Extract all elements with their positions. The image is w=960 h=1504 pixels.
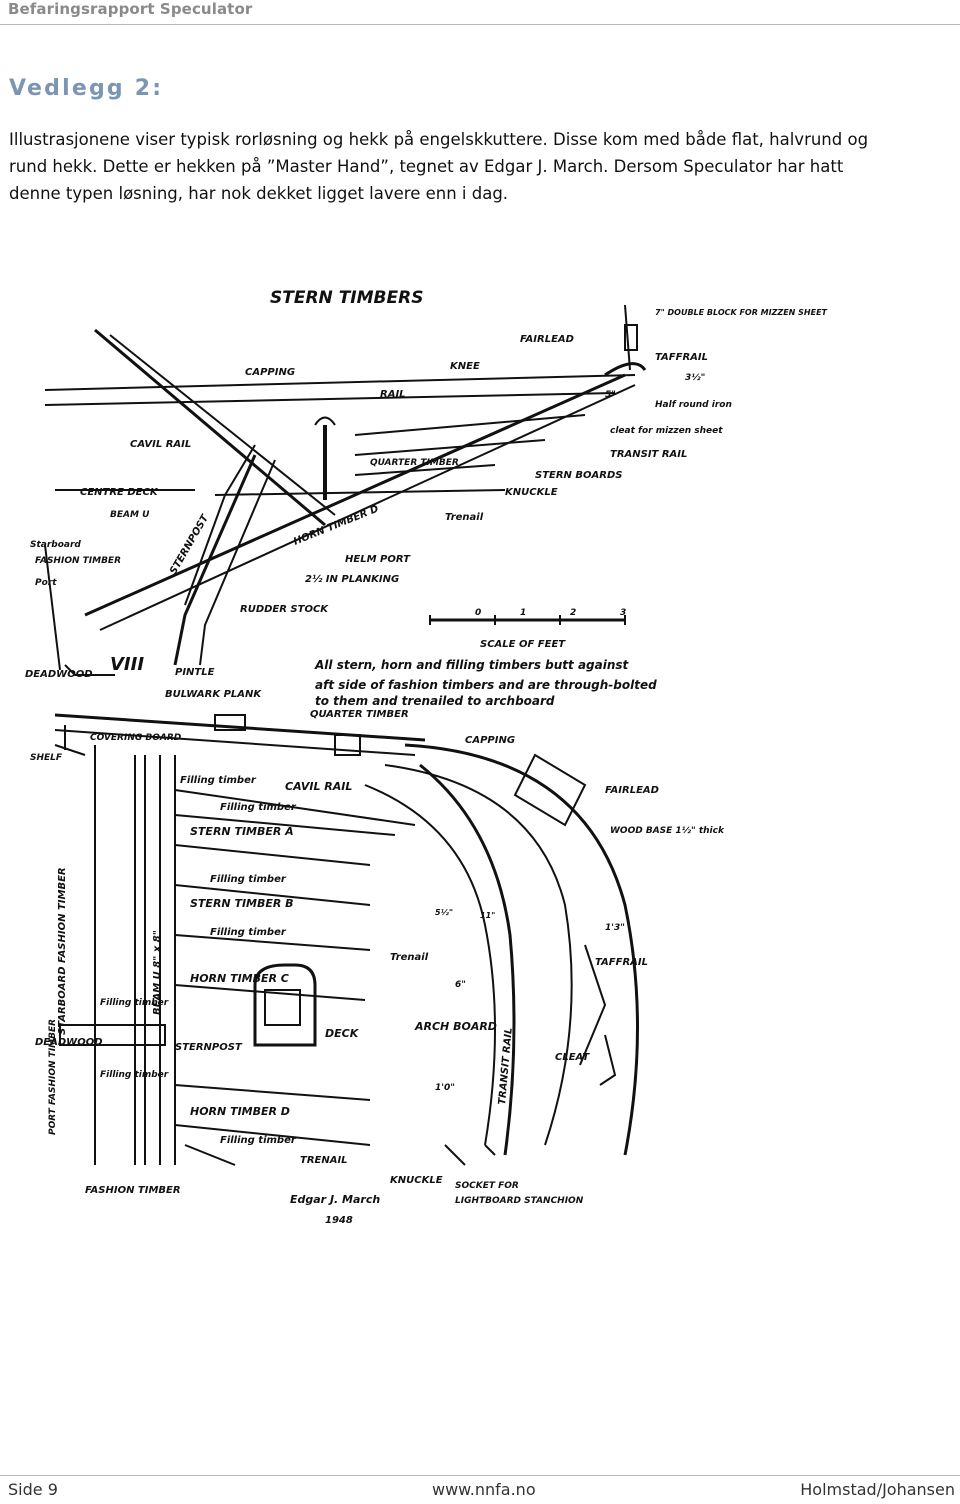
svg-text:FASHION TIMBER: FASHION TIMBER [85,1185,181,1196]
svg-text:BEAM U: BEAM U [110,510,150,520]
svg-text:aft side of fashion timbers an: aft side of fashion timbers and are thro… [315,678,657,692]
svg-text:QUARTER TIMBER: QUARTER TIMBER [370,458,459,468]
page-number: Side 9 [8,1480,58,1499]
svg-text:Filling timber: Filling timber [210,927,287,938]
section-title: Vedlegg 2: [9,76,164,101]
svg-text:1'0": 1'0" [435,1083,455,1093]
svg-text:FASHION TIMBER: FASHION TIMBER [35,556,121,566]
svg-text:HORN TIMBER D: HORN TIMBER D [190,1105,290,1118]
svg-text:STARBOARD FASHION TIMBER: STARBOARD FASHION TIMBER [57,867,68,1035]
svg-text:DEADWOOD: DEADWOOD [35,1037,103,1048]
svg-text:RAIL: RAIL [380,389,406,400]
footer-authors: Holmstad/Johansen [800,1480,955,1499]
svg-text:11": 11" [480,911,495,920]
svg-text:PORT FASHION TIMBER: PORT FASHION TIMBER [48,1019,58,1135]
svg-text:DEADWOOD: DEADWOOD [25,669,93,680]
svg-text:HELM PORT: HELM PORT [345,554,411,565]
svg-text:TRANSIT RAIL: TRANSIT RAIL [610,449,687,460]
header-divider [0,24,960,25]
svg-text:QUARTER TIMBER: QUARTER TIMBER [310,709,409,720]
svg-text:Port: Port [35,578,57,588]
svg-text:CAPPING: CAPPING [245,367,295,378]
svg-text:ARCH BOARD: ARCH BOARD [414,1020,497,1033]
svg-text:TAFFRAIL: TAFFRAIL [655,352,708,363]
svg-text:SOCKET FOR: SOCKET FOR [455,1181,519,1191]
svg-text:Starboard: Starboard [30,540,81,550]
svg-text:KNUCKLE: KNUCKLE [390,1175,443,1186]
svg-text:VIII: VIII [110,654,144,675]
svg-text:STERN TIMBER A: STERN TIMBER A [190,825,294,838]
svg-text:COVERING BOARD: COVERING BOARD [90,733,182,743]
svg-text:Filling timber: Filling timber [210,874,287,885]
svg-text:5½": 5½" [435,908,453,917]
svg-text:STERN BOARDS: STERN BOARDS [535,470,622,481]
svg-text:Trenail: Trenail [390,952,429,963]
svg-text:WOOD BASE 1½" thick: WOOD BASE 1½" thick [610,826,725,836]
svg-text:CAVIL RAIL: CAVIL RAIL [285,780,352,793]
svg-text:5": 5" [605,390,616,400]
svg-text:BULWARK PLANK: BULWARK PLANK [165,689,262,700]
svg-text:7" DOUBLE BLOCK FOR MIZZEN SHE: 7" DOUBLE BLOCK FOR MIZZEN SHEET [655,308,828,317]
svg-text:1: 1 [520,608,526,618]
svg-text:DECK: DECK [325,1027,360,1040]
svg-text:KNUCKLE: KNUCKLE [505,487,558,498]
intro-line: Illustrasjonene viser typisk rorløsning … [9,130,869,149]
svg-text:Filling timber: Filling timber [180,775,257,786]
svg-text:FAIRLEAD: FAIRLEAD [520,334,574,345]
svg-text:Filling timber: Filling timber [100,1070,169,1080]
stern-timbers-drawing: STERN TIMBERS CAPPING RAIL CAVIL RAIL CE… [25,288,828,1226]
svg-text:3: 3 [620,608,626,618]
svg-text:2½ IN PLANKING: 2½ IN PLANKING [305,573,399,585]
svg-text:STERNPOST: STERNPOST [175,1042,243,1053]
svg-text:RUDDER STOCK: RUDDER STOCK [240,604,329,615]
footer-divider [0,1475,960,1476]
svg-text:2: 2 [570,608,576,618]
svg-text:Edgar J. March: Edgar J. March [290,1193,380,1206]
running-header: Befaringsrapport Speculator [8,0,253,18]
svg-text:0: 0 [475,608,481,618]
svg-text:KNEE: KNEE [450,361,480,372]
svg-text:cleat for mizzen sheet: cleat for mizzen sheet [610,426,723,436]
svg-text:LIGHTBOARD STANCHION: LIGHTBOARD STANCHION [455,1196,584,1206]
svg-text:All stern, horn and filling ti: All stern, horn and filling timbers butt… [314,658,630,672]
svg-text:3½": 3½" [685,373,705,383]
svg-text:1'3": 1'3" [605,923,625,933]
intro-paragraph: Illustrasjonene viser typisk rorløsning … [9,126,954,207]
intro-line: rund hekk. Dette er hekken på ”Master Ha… [9,157,844,176]
svg-text:CLEAT: CLEAT [555,1052,590,1063]
svg-text:to them and trenailed to archb: to them and trenailed to archboard [315,694,555,708]
svg-text:CAVIL RAIL: CAVIL RAIL [130,439,191,450]
svg-text:1948: 1948 [325,1215,353,1226]
svg-text:SCALE OF FEET: SCALE OF FEET [480,639,566,650]
svg-text:CENTRE DECK: CENTRE DECK [80,487,159,498]
svg-text:PINTLE: PINTLE [175,667,215,678]
svg-text:Half round iron: Half round iron [655,400,732,410]
svg-text:HORN TIMBER C: HORN TIMBER C [190,972,289,985]
footer-url: www.nnfa.no [432,1480,536,1499]
svg-text:Filling timber: Filling timber [100,998,169,1008]
svg-text:STERN TIMBERS: STERN TIMBERS [270,288,423,308]
svg-text:Filling timber: Filling timber [220,1135,297,1146]
svg-text:CAPPING: CAPPING [465,735,515,746]
svg-text:TAFFRAIL: TAFFRAIL [595,957,648,968]
svg-text:BEAM U 8" x 8": BEAM U 8" x 8" [152,930,163,1015]
svg-text:Trenail: Trenail [445,512,484,523]
svg-text:Filling timber: Filling timber [220,802,297,813]
svg-text:TRENAIL: TRENAIL [300,1155,348,1166]
svg-text:STERN TIMBER B: STERN TIMBER B [190,897,294,910]
svg-text:6": 6" [455,980,466,990]
intro-line: denne typen løsning, har nok dekket ligg… [9,184,509,203]
svg-text:SHELF: SHELF [30,753,63,763]
svg-text:FAIRLEAD: FAIRLEAD [605,785,659,796]
